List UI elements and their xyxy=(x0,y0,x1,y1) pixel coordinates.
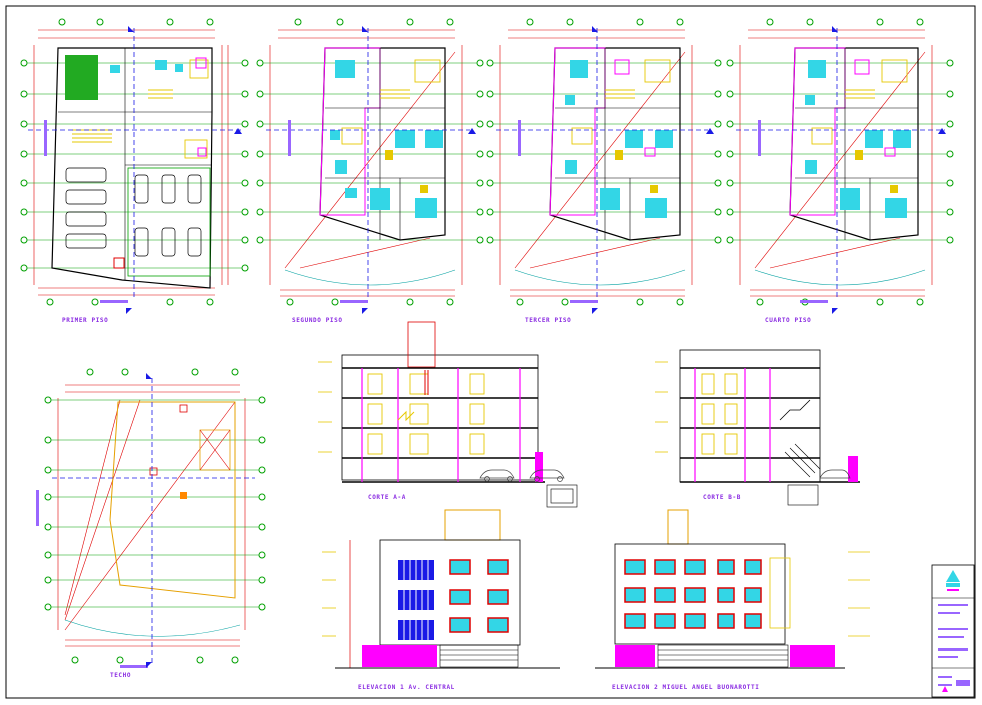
axis-bubble-icon xyxy=(20,18,249,306)
floor-plan-fourth: CUARTO PISO xyxy=(726,18,954,324)
section-b-b: CORTE B-B xyxy=(655,349,860,506)
label-fourth-floor: CUARTO PISO xyxy=(765,317,811,324)
label-second-floor: SEGUNDO PISO xyxy=(292,317,343,324)
section-marker-icon xyxy=(126,26,242,314)
car-icon xyxy=(479,469,565,482)
section-marker-icon xyxy=(592,26,714,314)
floor-plan-third: TERCER PISO xyxy=(486,18,722,324)
floor-plan-first: PRIMER PISO xyxy=(20,18,249,324)
elevation-1: ELEVACION 1 Av. CENTRAL xyxy=(322,509,560,691)
section-a-a: CORTE A-A xyxy=(318,321,578,508)
floor-plan-second: SEGUNDO PISO xyxy=(256,18,484,324)
garden-hatch xyxy=(65,55,98,100)
roof-plan: TECHO xyxy=(36,368,266,679)
label-section-b: CORTE B-B xyxy=(703,494,741,501)
elevation-2: ELEVACION 2 MIGUEL ANGEL BUONAROTTI xyxy=(595,509,870,691)
axis-bubble-icon xyxy=(726,18,954,306)
section-marker-icon xyxy=(832,26,946,314)
label-third-floor: TERCER PISO xyxy=(525,317,571,324)
label-first-floor: PRIMER PISO xyxy=(62,317,108,324)
section-marker-icon xyxy=(362,26,476,314)
level-markers xyxy=(318,361,332,453)
axis-bubble-icon xyxy=(256,18,484,306)
sheet-border xyxy=(5,5,976,699)
label-section-a: CORTE A-A xyxy=(368,494,406,501)
label-elevation-2: ELEVACION 2 MIGUEL ANGEL BUONAROTTI xyxy=(612,684,759,691)
label-roof: TECHO xyxy=(110,672,131,679)
label-elevation-1: ELEVACION 1 Av. CENTRAL xyxy=(358,684,455,691)
axis-bubble-icon xyxy=(486,18,722,306)
axis-bubble-icon xyxy=(44,368,266,664)
car-icon xyxy=(65,167,202,257)
parking-area xyxy=(127,167,211,277)
logo-icon xyxy=(946,570,960,591)
north-arrow-icon xyxy=(942,686,948,692)
title-block xyxy=(931,564,975,698)
section-marker-icon xyxy=(146,373,152,668)
